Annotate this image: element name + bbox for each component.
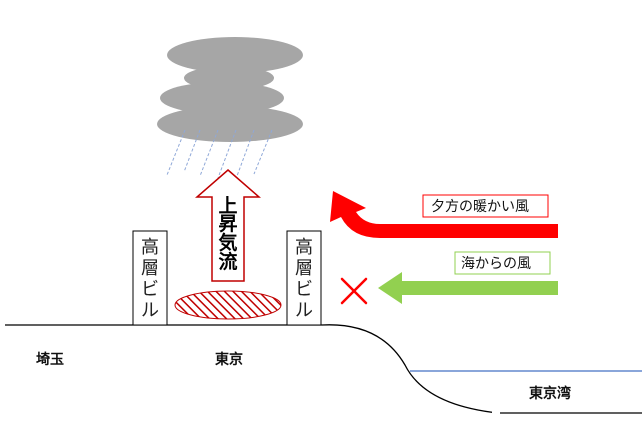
svg-text:海からの風: 海からの風 — [461, 256, 531, 272]
cross-mark-icon — [340, 277, 368, 305]
place-tokyo: 東京 — [215, 351, 243, 368]
building-left-char: ル — [141, 300, 159, 321]
building-left: 高 層 ビ ル — [132, 230, 168, 326]
building-right-char: ル — [295, 300, 313, 321]
sea-wind-label: 海からの風 — [454, 251, 551, 275]
warm-wind-arrow — [330, 191, 558, 238]
building-left-char: 高 — [141, 237, 159, 258]
updraft-char: 昇 — [218, 213, 237, 235]
heat-island-ellipse — [174, 290, 282, 320]
updraft-char: 上 — [218, 195, 237, 217]
building-right-char: ビ — [295, 279, 313, 300]
warm-wind-label: 夕方の暖かい風 — [422, 194, 549, 218]
building-right-char: 層 — [295, 258, 313, 279]
ground-line — [5, 324, 642, 414]
updraft-arrow: 上 昇 気 流 — [194, 169, 262, 282]
updraft-char: 流 — [218, 250, 237, 273]
rain-lines — [166, 129, 273, 179]
building-left-char: 層 — [141, 258, 159, 279]
place-saitama: 埼玉 — [36, 351, 64, 368]
svg-text:夕方の暖かい風: 夕方の暖かい風 — [431, 199, 529, 215]
place-tokyo-bay: 東京湾 — [529, 385, 571, 402]
sea-wind-arrow — [378, 272, 558, 304]
building-right-char: 高 — [295, 237, 313, 258]
updraft-char: 気 — [218, 231, 237, 254]
building-left-char: ビ — [141, 279, 159, 300]
storm-cloud — [157, 37, 303, 142]
building-right: 高 層 ビ ル — [286, 230, 322, 326]
